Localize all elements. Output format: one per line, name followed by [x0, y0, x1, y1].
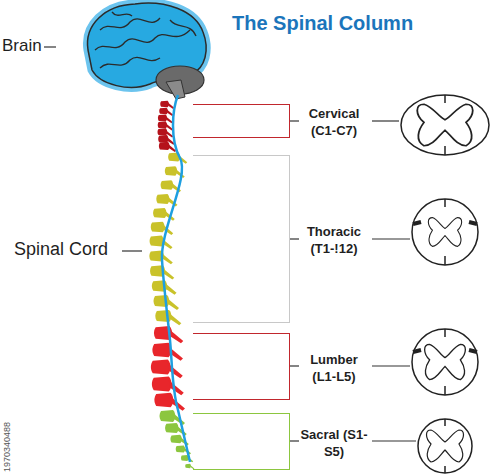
vertebra: [160, 101, 174, 109]
median-fissure: [444, 199, 446, 207]
region-name: Cervical (C1-C7): [298, 105, 370, 139]
vertebra: [181, 455, 193, 462]
horn-mark: [413, 222, 421, 224]
leader-line: [372, 238, 410, 239]
median-fissure: [444, 466, 446, 473]
lumbar-vertebrae: [151, 326, 185, 411]
vertebra: [151, 360, 183, 379]
median-fissure: [444, 386, 446, 395]
region-name: Lumber (L1-L5): [298, 351, 370, 385]
brain-drawing: [88, 3, 207, 99]
watermark: 1970340488: [2, 422, 12, 472]
spinal-cord-line: [162, 95, 190, 462]
vertebra: [154, 393, 185, 411]
part-label: Brain: [2, 36, 42, 56]
gray-matter: [417, 104, 473, 146]
horn-mark: [469, 350, 477, 352]
horn-mark: [469, 222, 477, 224]
vertebra: [151, 222, 173, 235]
leader-line: [372, 440, 416, 441]
cord-cross-section: [412, 199, 478, 265]
brain-gyri: [95, 12, 196, 68]
cord-cross-section: [418, 419, 472, 473]
cross-sections: [401, 95, 489, 473]
region-name: Sacral (S1-S5): [298, 426, 370, 460]
cord-cross-section: [412, 329, 478, 395]
median-fissure: [444, 146, 446, 155]
gray-matter: [428, 218, 461, 247]
region-name: Thoracic (T1-!12): [298, 223, 370, 257]
region-bracket: Lumber (L1-L5): [193, 333, 290, 400]
part-label: Spinal Cord: [14, 239, 108, 260]
median-fissure: [444, 95, 446, 103]
vertebra: [150, 236, 173, 250]
leader-line: [290, 365, 299, 366]
gray-matter: [425, 344, 466, 379]
vertebra: [152, 343, 183, 361]
region-bracket: Cervical (C1-C7): [193, 104, 290, 138]
region-bracket: Sacral (S1-S5): [193, 413, 290, 470]
cord-cross-section: [401, 95, 489, 155]
leader-line: [372, 120, 399, 121]
diagram-title: The Spinal Column: [232, 12, 413, 35]
median-fissure: [444, 256, 446, 265]
leader-line: [122, 250, 142, 251]
leader-line: [290, 238, 299, 239]
vertebra: [152, 377, 184, 396]
leader-line: [290, 440, 299, 441]
leader-line: [372, 365, 410, 366]
vertebra: [159, 108, 173, 116]
leader-line: [290, 120, 299, 121]
region-bracket: Thoracic (T1-!12): [193, 155, 290, 323]
vertebra: [185, 464, 194, 469]
horn-mark: [413, 350, 421, 352]
median-fissure: [444, 329, 446, 337]
gray-matter: [427, 430, 464, 462]
leader-line: [44, 46, 56, 47]
brainstem: [166, 80, 185, 99]
median-fissure: [444, 419, 446, 426]
